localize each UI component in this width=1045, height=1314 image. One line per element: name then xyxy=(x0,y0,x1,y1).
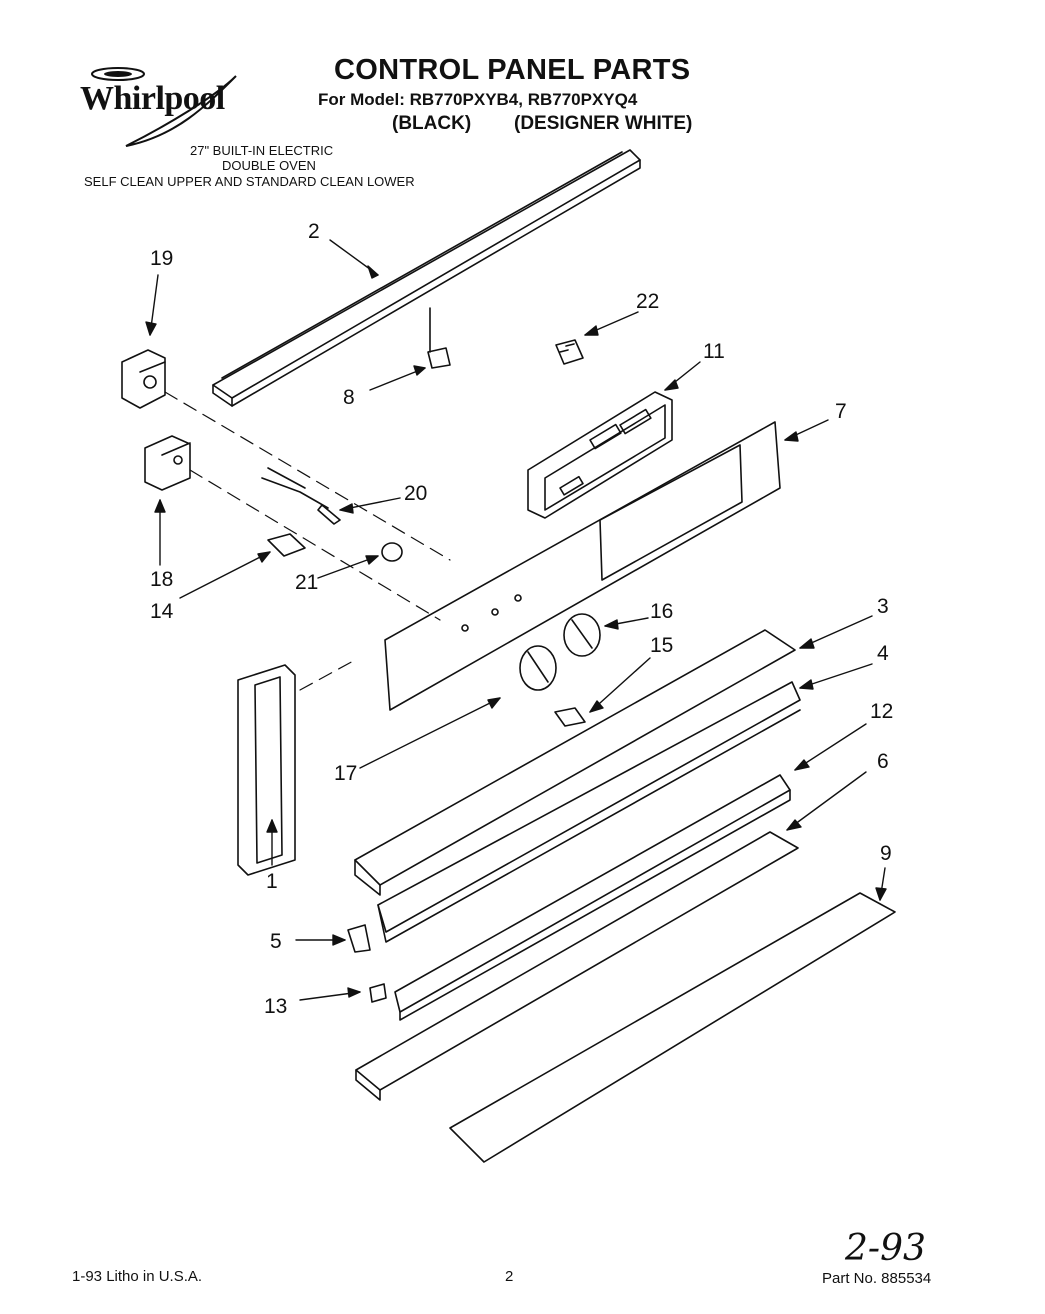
callout-3: 3 xyxy=(877,595,889,618)
color-black-label: (BLACK) xyxy=(392,113,472,134)
part-16-knob xyxy=(563,613,601,657)
callout-8: 8 xyxy=(343,386,355,409)
callout-14: 14 xyxy=(150,600,174,623)
page-title: CONTROL PANEL PARTS xyxy=(334,54,691,86)
callout-5: 5 xyxy=(270,930,282,953)
part-14-socket xyxy=(267,533,306,557)
part-3-trim xyxy=(354,629,796,896)
callout-13: 13 xyxy=(264,995,288,1018)
callout-21: 21 xyxy=(295,571,319,594)
callout-4: 4 xyxy=(877,642,889,665)
callout-6: 6 xyxy=(877,750,889,773)
callout-1: 1 xyxy=(266,870,278,893)
callout-7: 7 xyxy=(835,400,847,423)
part-21-bulb xyxy=(381,542,403,562)
handwritten-date: 2-93 xyxy=(845,1228,926,1269)
footer-print-info: 1-93 Litho in U.S.A. xyxy=(72,1268,203,1285)
part-11-control xyxy=(527,391,673,519)
callout-17: 17 xyxy=(334,762,358,785)
callout-15: 15 xyxy=(650,634,674,657)
callout-11: 11 xyxy=(703,340,725,363)
callout-12: 12 xyxy=(870,700,894,723)
part-8-bracket xyxy=(427,307,451,369)
callout-9: 9 xyxy=(880,842,892,865)
model-numbers: For Model: RB770PXYB4, RB770PXYQ4 xyxy=(318,90,638,109)
part-1-endcap xyxy=(237,664,296,876)
part-5-clip xyxy=(347,924,371,953)
part-number: Part No. 885534 xyxy=(822,1270,932,1287)
callout-18: 18 xyxy=(150,568,174,591)
part-2-top-trim xyxy=(212,149,641,407)
brand-logo: Whirlpool xyxy=(80,80,225,117)
part-19-switch xyxy=(121,349,166,409)
callout-16: 16 xyxy=(650,600,674,623)
part-22-clip xyxy=(555,339,584,365)
part-17-knob xyxy=(519,645,557,691)
part-9-rail xyxy=(449,892,896,1163)
part-15-tab xyxy=(554,707,586,727)
part-20-wire xyxy=(261,467,341,525)
callout-19: 19 xyxy=(150,247,174,270)
description-line-1: 27" BUILT-IN ELECTRIC xyxy=(190,143,334,158)
part-12-vent-bar xyxy=(394,774,791,1021)
description-line-3: SELF CLEAN UPPER AND STANDARD CLEAN LOWE… xyxy=(84,174,415,189)
part-18-switch xyxy=(144,435,191,491)
part-4-trim xyxy=(377,681,801,943)
callout-20: 20 xyxy=(404,482,428,505)
part-7-panel xyxy=(384,421,781,711)
color-white-label: (DESIGNER WHITE) xyxy=(514,113,693,134)
callout-2: 2 xyxy=(308,220,320,243)
part-13-clip xyxy=(369,983,387,1003)
part-6-rail xyxy=(355,831,799,1101)
callout-22: 22 xyxy=(636,290,660,313)
page-number: 2 xyxy=(505,1268,514,1285)
whirlpool-logo-swirl xyxy=(91,67,237,147)
description-line-2: DOUBLE OVEN xyxy=(222,158,316,173)
